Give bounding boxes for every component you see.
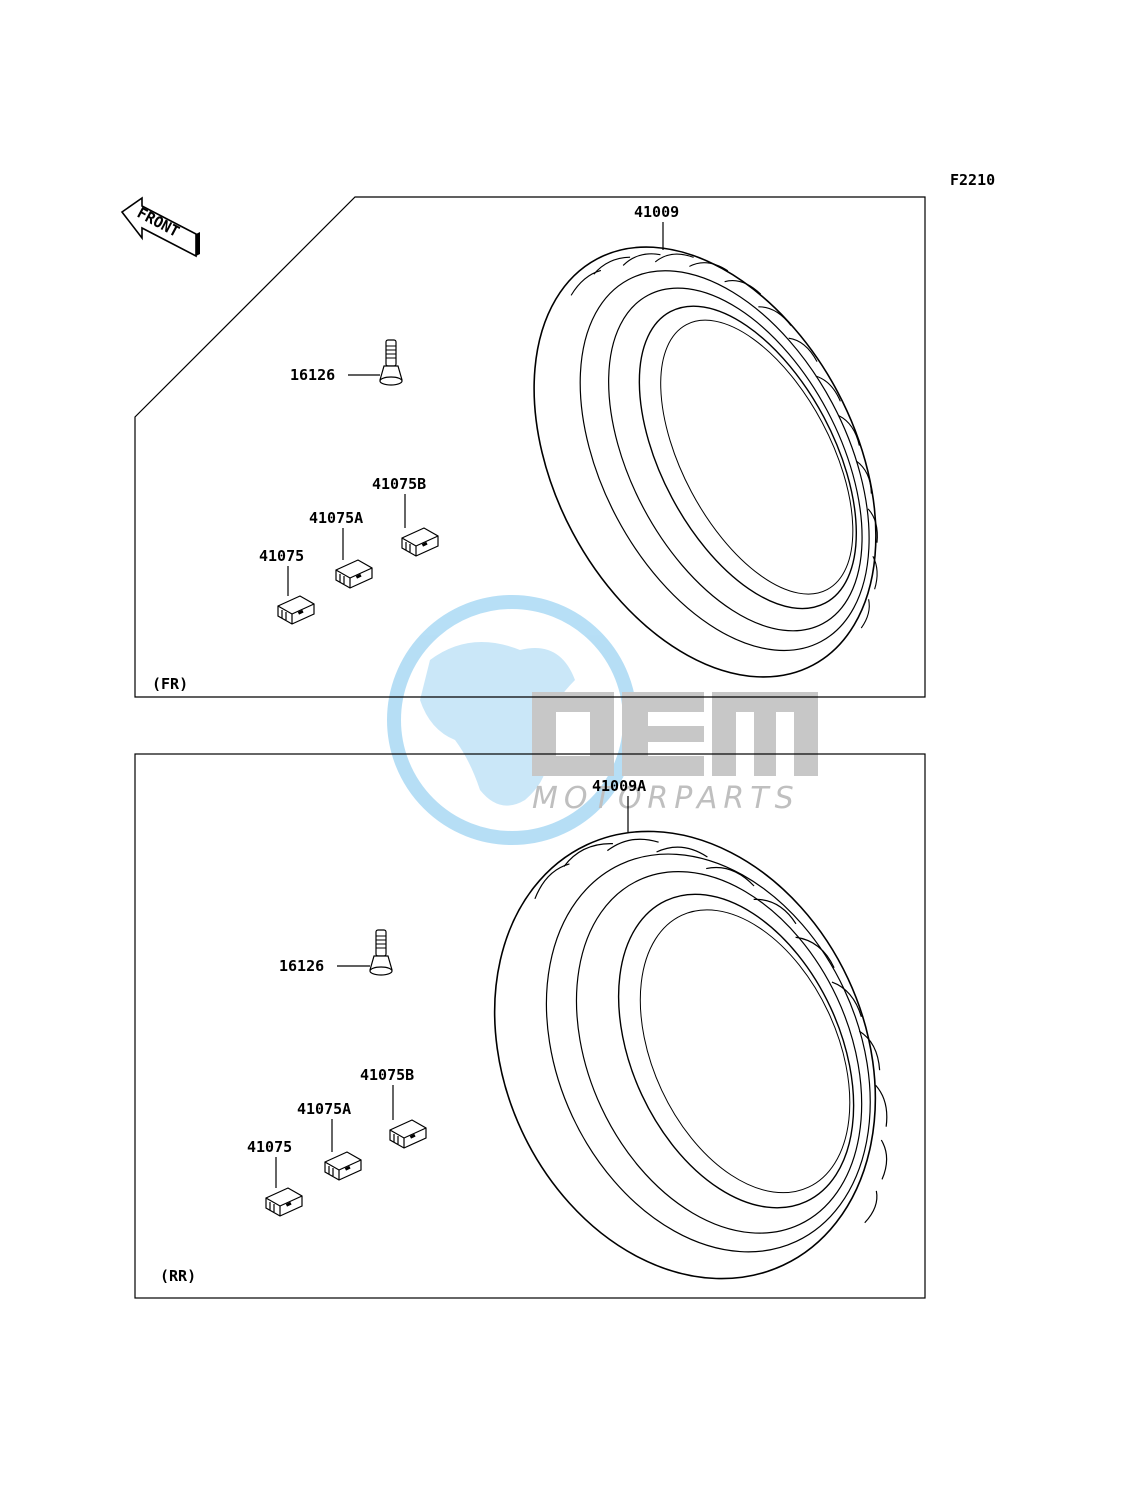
- panel-front-tag: (FR): [152, 675, 188, 693]
- figure-code: F2210: [950, 171, 995, 189]
- watermark-text: MOTORPARTS: [532, 781, 800, 816]
- label-rear-weight-a: 41075A: [297, 1100, 351, 1118]
- front-weight-b[interactable]: [401, 527, 439, 557]
- label-front-valve: 16126: [290, 366, 335, 384]
- watermark: MOTORPARTS: [387, 595, 818, 845]
- label-front-weight-b: 41075B: [372, 475, 426, 493]
- label-front-weight: 41075: [259, 547, 304, 565]
- front-weight[interactable]: [277, 595, 315, 625]
- label-rear-weight: 41075: [247, 1138, 292, 1156]
- label-rear-weight-b: 41075B: [360, 1066, 414, 1084]
- rear-weight-b[interactable]: [389, 1119, 427, 1149]
- panel-rear: 41009A 16126 41075B 41075A 41075 (RR): [134, 753, 946, 1342]
- front-arrow: FRONT: [120, 196, 200, 258]
- watermark-brand: [532, 692, 818, 776]
- label-front-weight-a: 41075A: [309, 509, 363, 527]
- label-front-tire: 41009: [634, 203, 679, 221]
- panel-rear-frame: [134, 753, 926, 1299]
- panel-front: 41009 16126 41075B 41075A 41075 (FR): [134, 189, 946, 736]
- front-weight-a[interactable]: [335, 559, 373, 589]
- rear-valve[interactable]: [369, 929, 393, 976]
- panel-front-frame: [134, 196, 926, 698]
- label-rear-tire: 41009A: [592, 777, 646, 795]
- rear-weight-a[interactable]: [324, 1151, 362, 1181]
- front-tire[interactable]: [465, 189, 946, 736]
- panel-rear-tag: (RR): [160, 1267, 196, 1285]
- rear-weight[interactable]: [265, 1187, 303, 1217]
- front-valve[interactable]: [379, 339, 403, 386]
- rear-tire[interactable]: [424, 769, 946, 1342]
- label-rear-valve: 16126: [279, 957, 324, 975]
